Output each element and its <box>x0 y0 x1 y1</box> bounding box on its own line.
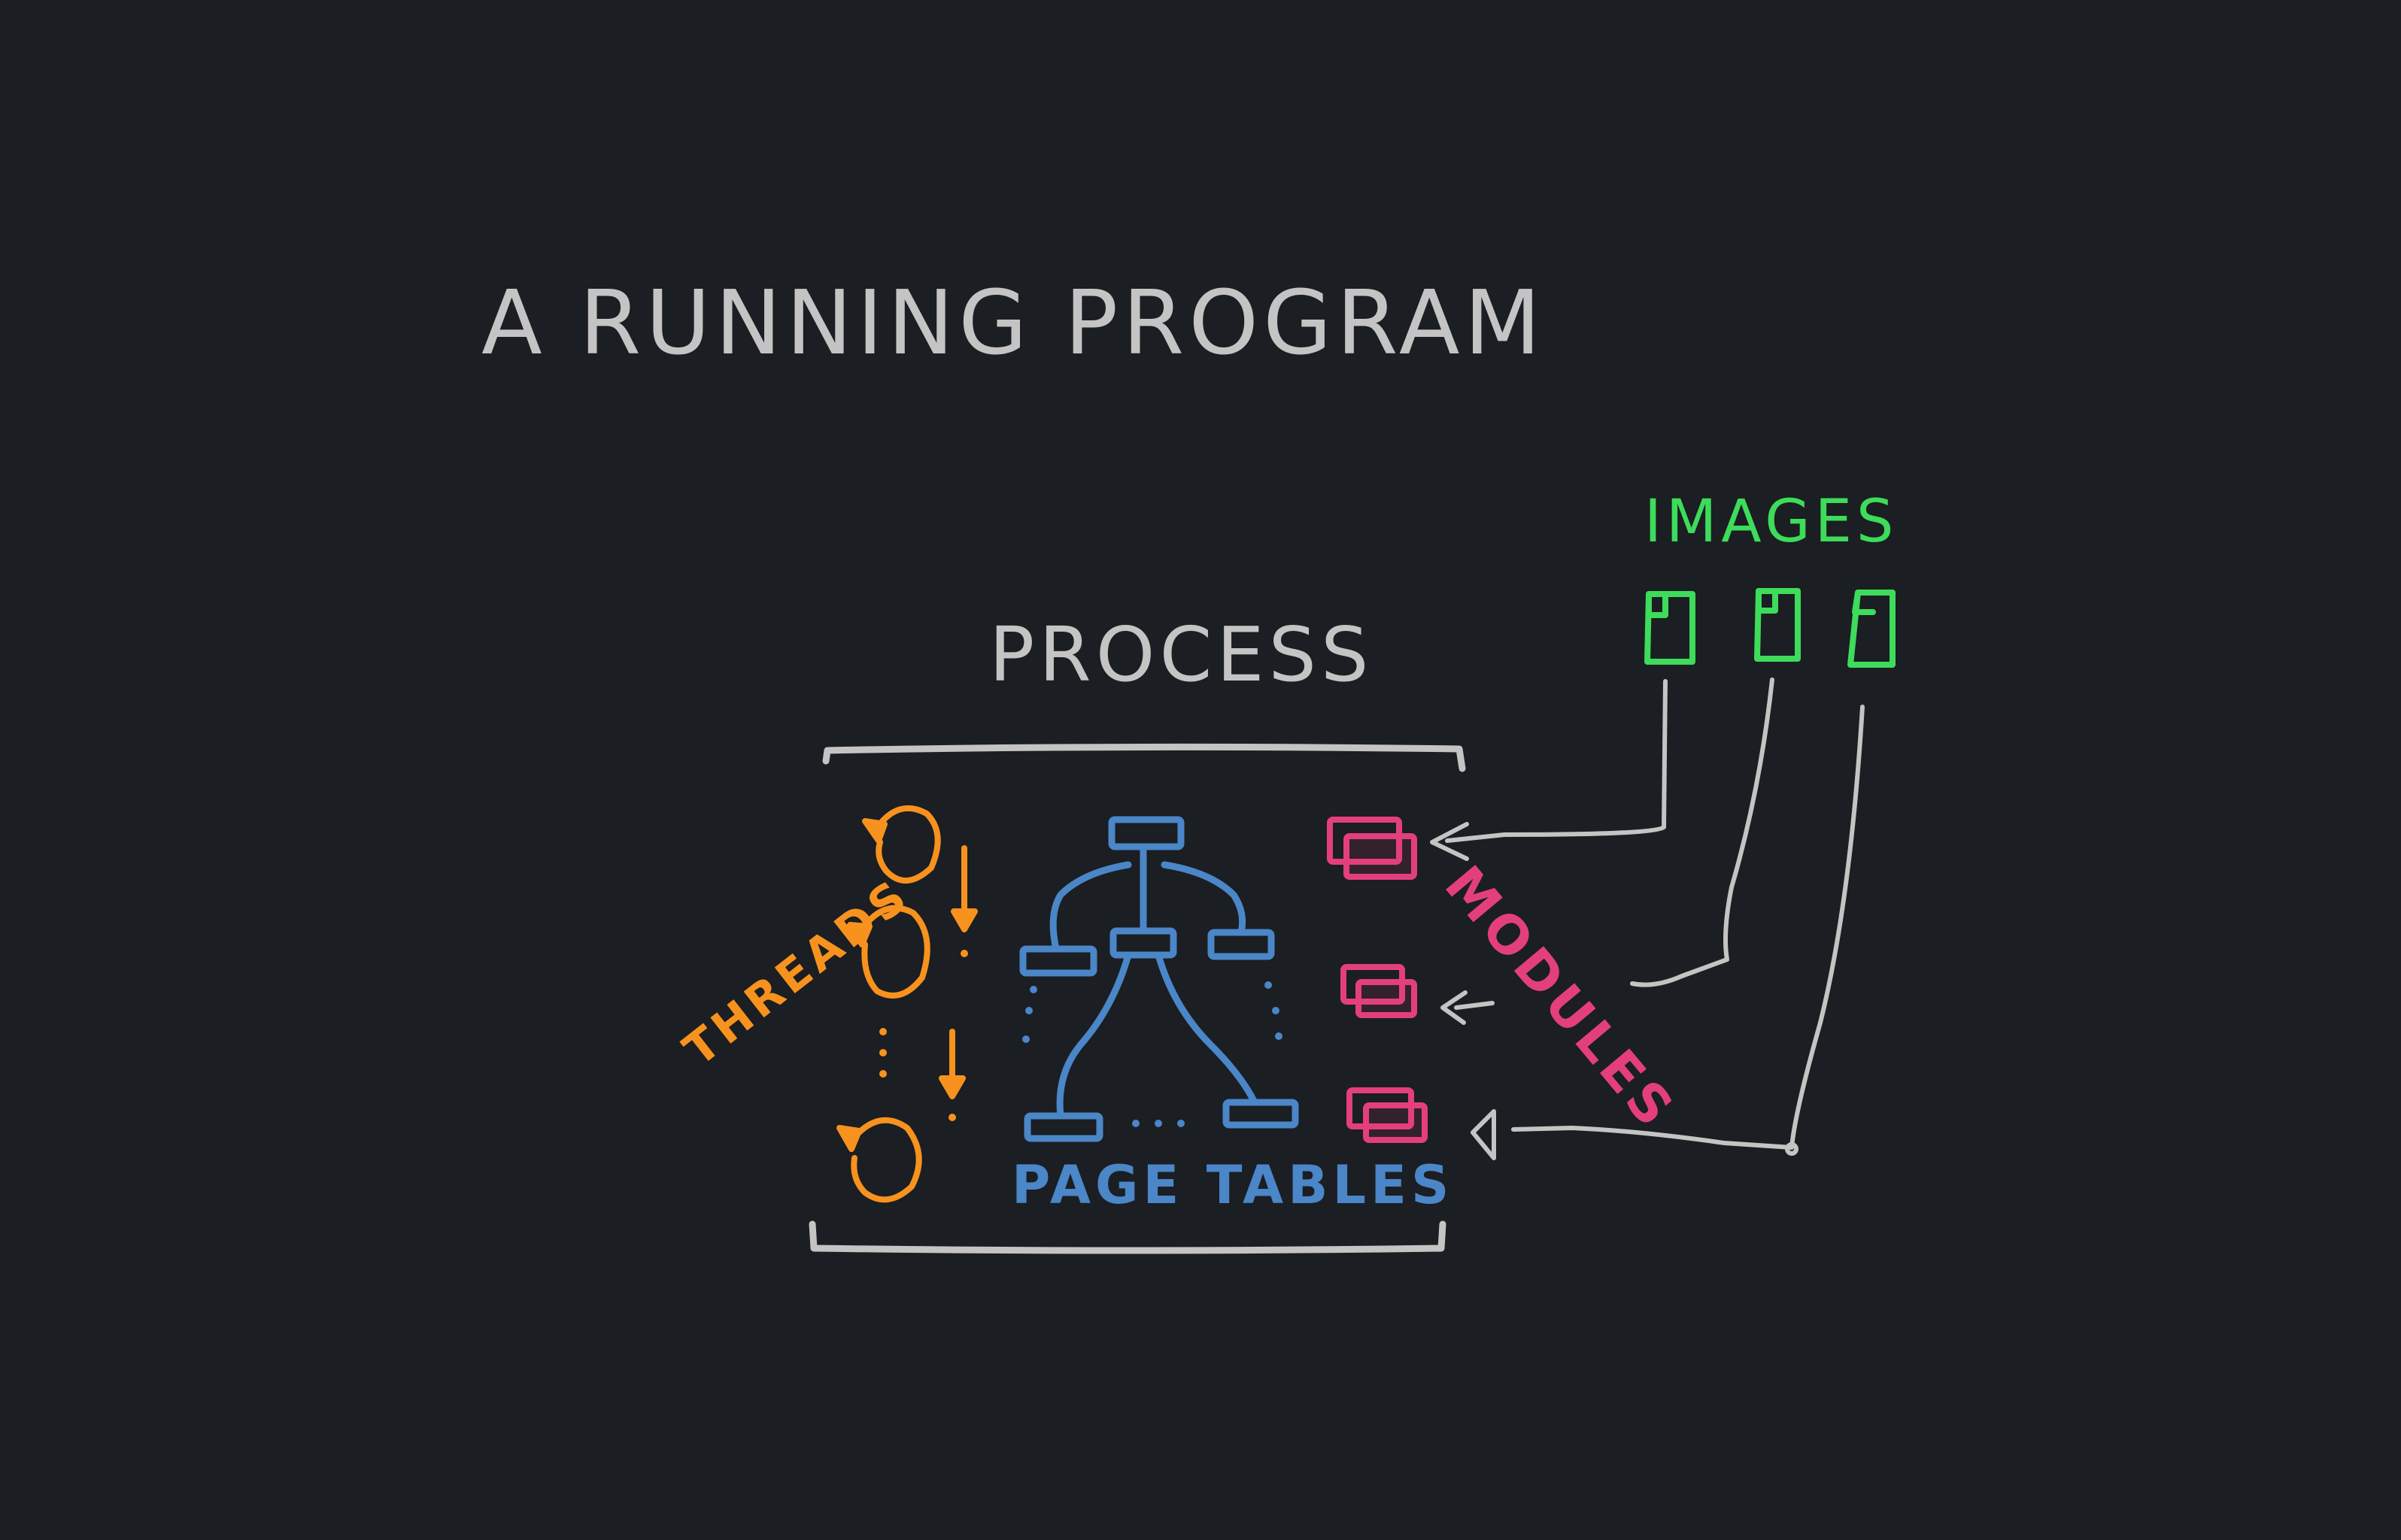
page-table-node <box>1222 1099 1299 1129</box>
page-table-node <box>1109 927 1177 959</box>
connector-arrow-icon <box>1430 679 1668 861</box>
module-window-icon <box>1346 1087 1428 1143</box>
connector-arrow-icon <box>1630 678 1774 987</box>
page-table-node <box>1019 945 1097 977</box>
images-label: IMAGES <box>1644 488 1899 556</box>
modules-group <box>1327 817 1428 1143</box>
process-label: PROCESS <box>989 611 1373 699</box>
image-document-icon <box>1754 588 1801 662</box>
process-box-top-edge <box>822 743 1466 772</box>
thread-circle-icon <box>847 905 930 999</box>
modules-label: MODULES <box>1433 854 1688 1141</box>
page-table-node <box>1024 1112 1103 1142</box>
image-module-connectors <box>1430 678 1865 1160</box>
page-tables-label: PAGE TABLES <box>1012 1154 1453 1216</box>
diagram-title: A RUNNING PROGRAM <box>481 271 1545 374</box>
page-table-node <box>1207 929 1275 960</box>
connector-arrow-icon <box>1471 705 1865 1160</box>
process-box <box>809 743 1466 1254</box>
module-window-icon <box>1327 817 1417 880</box>
thread-down-arrow-icon <box>951 845 978 957</box>
page-table-node <box>1108 816 1185 850</box>
threads-label: THREADS <box>674 869 920 1077</box>
process-box-bottom-edge <box>809 1220 1446 1254</box>
page-table-tree <box>1019 816 1299 1142</box>
image-document-icon <box>1847 590 1896 668</box>
thread-ellipsis <box>879 1028 887 1078</box>
images-group <box>1644 588 1896 668</box>
image-document-icon <box>1644 591 1695 665</box>
module-window-icon <box>1340 964 1417 1018</box>
thread-down-arrow-icon <box>939 1029 966 1121</box>
thread-circle-icon <box>836 1117 922 1203</box>
connector-arrow-icon <box>1440 990 1495 1025</box>
thread-circle-icon <box>862 805 941 884</box>
threads-group <box>836 805 978 1203</box>
